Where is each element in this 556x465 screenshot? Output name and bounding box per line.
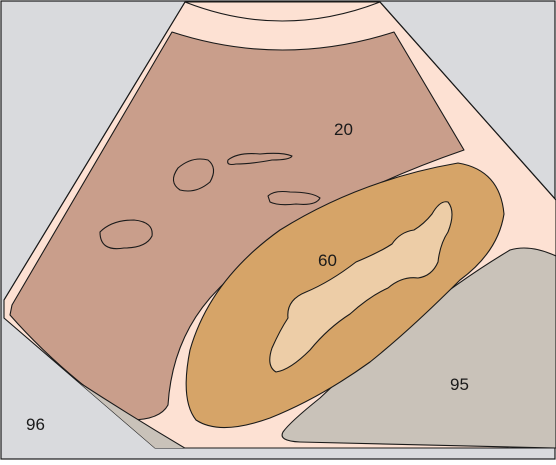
label-60: 60 xyxy=(318,251,337,270)
label-95: 95 xyxy=(450,375,469,394)
label-20: 20 xyxy=(334,120,353,139)
label-96: 96 xyxy=(26,415,45,434)
